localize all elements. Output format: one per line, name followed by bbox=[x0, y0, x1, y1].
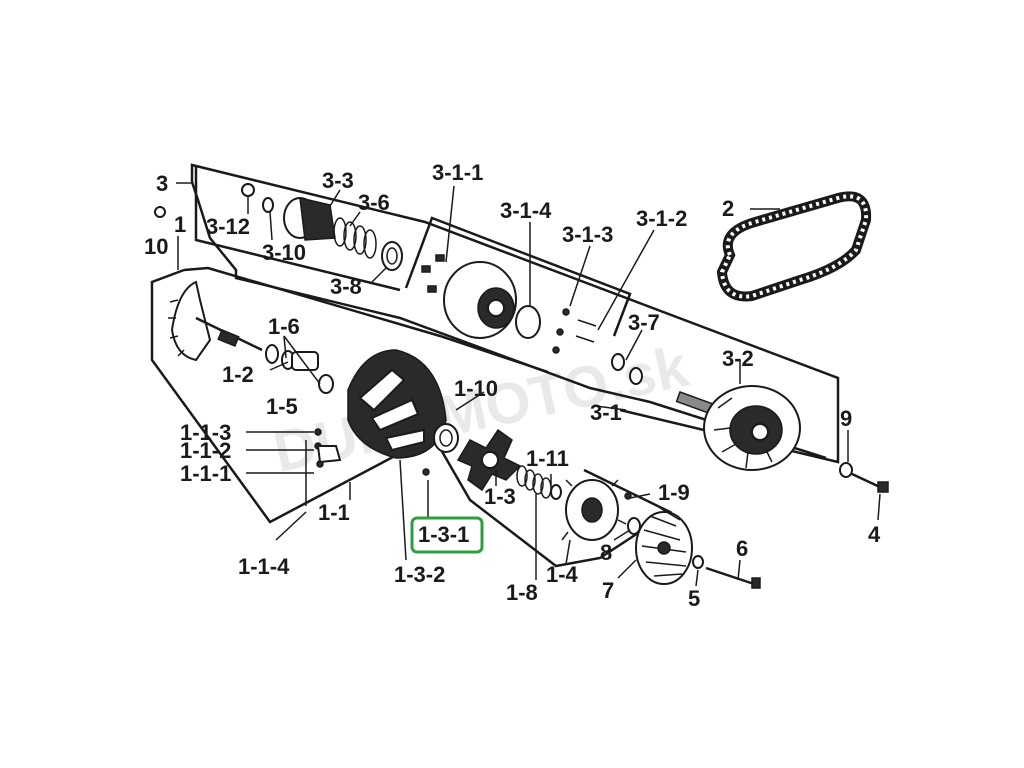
leader-lines bbox=[176, 182, 881, 587]
label-1-8: 1-8 bbox=[506, 580, 538, 605]
label-7: 7 bbox=[602, 578, 614, 603]
spring-3-6 bbox=[333, 217, 377, 259]
highlight-box bbox=[410, 516, 484, 554]
label-3-7: 3-7 bbox=[628, 310, 660, 335]
label-1-3-2: 1-3-2 bbox=[394, 562, 445, 587]
label-3-1-1: 3-1-1 bbox=[432, 160, 483, 185]
label-1-11: 1-11 bbox=[526, 446, 569, 471]
label-1-9: 1-9 bbox=[658, 480, 690, 505]
label-3-1-3: 3-1-3 bbox=[562, 222, 613, 247]
label-1-3: 1-3 bbox=[484, 484, 516, 509]
label-10: 10 bbox=[144, 234, 168, 259]
panel-frames bbox=[150, 163, 840, 568]
part-labels: 3 3-1-1 3-3 3-6 3-12 3-10 3-8 3-1-4 3-1-… bbox=[144, 160, 881, 611]
label-3-2: 3-2 bbox=[722, 346, 754, 371]
drive-belt bbox=[716, 191, 872, 302]
label-1-5: 1-5 bbox=[266, 394, 298, 419]
label-2: 2 bbox=[722, 196, 734, 221]
label-3-1-2: 3-1-2 bbox=[636, 206, 687, 231]
spring-1-11 bbox=[516, 465, 552, 499]
label-1-10: 1-10 bbox=[454, 376, 498, 401]
label-1-1: 1-1 bbox=[318, 500, 350, 525]
label-3-1: 3-1 bbox=[590, 400, 622, 425]
label-5: 5 bbox=[688, 586, 700, 611]
label-3: 3 bbox=[156, 171, 168, 196]
label-3-12: 3-12 bbox=[206, 214, 250, 239]
label-3-10: 3-10 bbox=[262, 240, 306, 265]
label-1-1-3: 1-1-3 bbox=[180, 420, 231, 445]
label-4: 4 bbox=[868, 522, 881, 547]
drive-pulley-assembly bbox=[154, 206, 459, 468]
label-1-3-1: 1-3-1 bbox=[418, 522, 469, 547]
driven-face-3-2 bbox=[611, 353, 801, 471]
label-1-4: 1-4 bbox=[546, 562, 579, 587]
label-1-1-2: 1-1-2 bbox=[180, 438, 231, 463]
label-3-6: 3-6 bbox=[358, 190, 390, 215]
label-3-3: 3-3 bbox=[322, 168, 354, 193]
label-1-1-4: 1-1-4 bbox=[238, 554, 290, 579]
label-8: 8 bbox=[600, 540, 612, 565]
label-6: 6 bbox=[736, 536, 748, 561]
label-3-8: 3-8 bbox=[330, 274, 362, 299]
ramp-plate-1-3 bbox=[422, 428, 632, 541]
label-1-6: 1-6 bbox=[268, 314, 300, 339]
label-1: 1 bbox=[174, 212, 186, 237]
label-1-2: 1-2 bbox=[222, 362, 254, 387]
cooling-fan-7 bbox=[627, 462, 889, 589]
label-3-1-4: 3-1-4 bbox=[500, 198, 552, 223]
label-1-1-1: 1-1-1 bbox=[180, 461, 231, 486]
driven-pulley-assembly bbox=[241, 183, 597, 354]
label-9: 9 bbox=[840, 406, 852, 431]
